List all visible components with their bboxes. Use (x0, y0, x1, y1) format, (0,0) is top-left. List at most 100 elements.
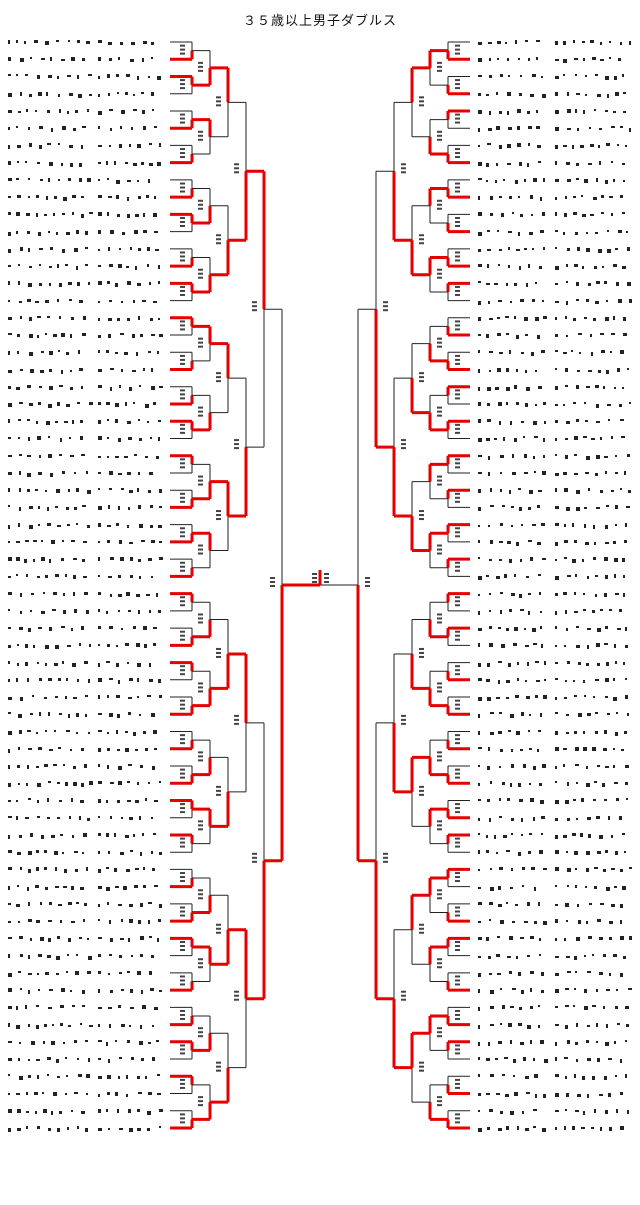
name-glyph (563, 404, 565, 406)
name-glyph (496, 852, 498, 855)
name-glyph (48, 230, 50, 233)
name-glyph (58, 143, 60, 146)
name-glyph (98, 212, 102, 217)
name-glyph (532, 74, 536, 78)
name-glyph (130, 850, 133, 853)
name-glyph (486, 850, 489, 854)
name-glyph (131, 127, 133, 131)
right-entrant-names (0, 952, 640, 960)
right-entrant-team (0, 796, 640, 805)
left-score-mark (180, 665, 185, 668)
right-score-mark (455, 362, 460, 365)
right-entrant-team (0, 607, 640, 615)
right-score-mark (455, 1013, 460, 1016)
name-glyph (614, 782, 618, 785)
name-glyph (516, 730, 520, 735)
left-entrant-names (0, 814, 640, 822)
right-score-mark (437, 410, 442, 413)
name-glyph (98, 488, 100, 491)
right-score-mark (401, 447, 406, 450)
right-score-mark (455, 79, 460, 82)
right-score-mark (437, 345, 442, 348)
name-glyph (156, 1039, 159, 1042)
name-glyph (486, 179, 488, 182)
left-entrant-team (0, 159, 640, 167)
name-glyph (70, 162, 73, 167)
name-glyph (490, 488, 492, 493)
name-glyph (65, 574, 67, 578)
name-glyph (115, 403, 119, 407)
right-entrant-names (0, 831, 640, 839)
name-glyph (567, 660, 570, 664)
name-glyph (124, 352, 128, 356)
name-glyph (555, 559, 557, 562)
name-glyph (619, 608, 622, 612)
name-glyph (509, 970, 512, 974)
name-glyph (605, 575, 608, 580)
name-glyph (555, 145, 558, 150)
name-glyph (140, 953, 143, 957)
right-score-mark (437, 958, 442, 961)
name-glyph (604, 729, 607, 734)
left-entrant-team (0, 107, 640, 115)
right-score-mark (383, 309, 388, 312)
name-glyph (35, 300, 39, 303)
name-glyph (518, 488, 521, 491)
right-entrant-team (0, 366, 640, 374)
name-glyph (65, 696, 67, 700)
name-glyph (88, 731, 90, 734)
name-glyph (542, 470, 546, 475)
name-glyph (30, 609, 32, 612)
left-score-mark (270, 577, 275, 579)
left-score-mark (198, 414, 203, 417)
name-glyph (116, 179, 120, 184)
name-glyph (118, 781, 122, 786)
name-glyph (85, 1039, 88, 1042)
name-glyph (137, 782, 139, 786)
name-glyph (151, 367, 153, 372)
name-glyph (41, 58, 45, 61)
name-glyph (498, 402, 502, 406)
name-glyph (55, 421, 58, 424)
name-glyph (149, 970, 152, 975)
name-glyph (586, 851, 590, 856)
name-glyph (56, 231, 58, 235)
right-score-mark (455, 1121, 460, 1124)
name-glyph (16, 126, 18, 129)
left-score-mark (198, 203, 203, 206)
name-glyph (596, 281, 600, 285)
left-score-mark (234, 171, 239, 174)
right-score-mark (455, 983, 460, 986)
name-glyph (503, 178, 505, 181)
name-glyph (611, 436, 613, 440)
name-glyph (28, 1075, 31, 1079)
name-glyph (537, 145, 541, 149)
name-glyph (98, 281, 102, 286)
right-entrant-names (0, 417, 640, 426)
right-entrant-names (0, 469, 640, 477)
name-glyph (17, 884, 19, 887)
name-glyph (64, 869, 67, 874)
name-glyph (530, 970, 534, 974)
name-glyph (152, 108, 154, 111)
name-glyph (121, 989, 124, 992)
name-glyph (67, 110, 69, 114)
name-glyph (55, 867, 57, 872)
left-score-mark (180, 983, 185, 986)
name-glyph (154, 884, 158, 887)
name-glyph (157, 161, 161, 166)
name-glyph (70, 386, 73, 390)
name-glyph (119, 384, 121, 388)
left-score-mark (216, 238, 221, 241)
left-entrant-names (0, 1003, 640, 1011)
name-glyph (98, 161, 101, 164)
name-glyph (149, 936, 152, 939)
left-entrant-names (0, 383, 640, 391)
name-glyph (478, 662, 481, 667)
right-entrant-team (0, 314, 640, 322)
name-glyph (109, 145, 111, 148)
name-glyph (566, 628, 568, 632)
left-score-mark (198, 406, 203, 409)
name-glyph (59, 283, 62, 288)
left-entrant-team (0, 969, 640, 977)
